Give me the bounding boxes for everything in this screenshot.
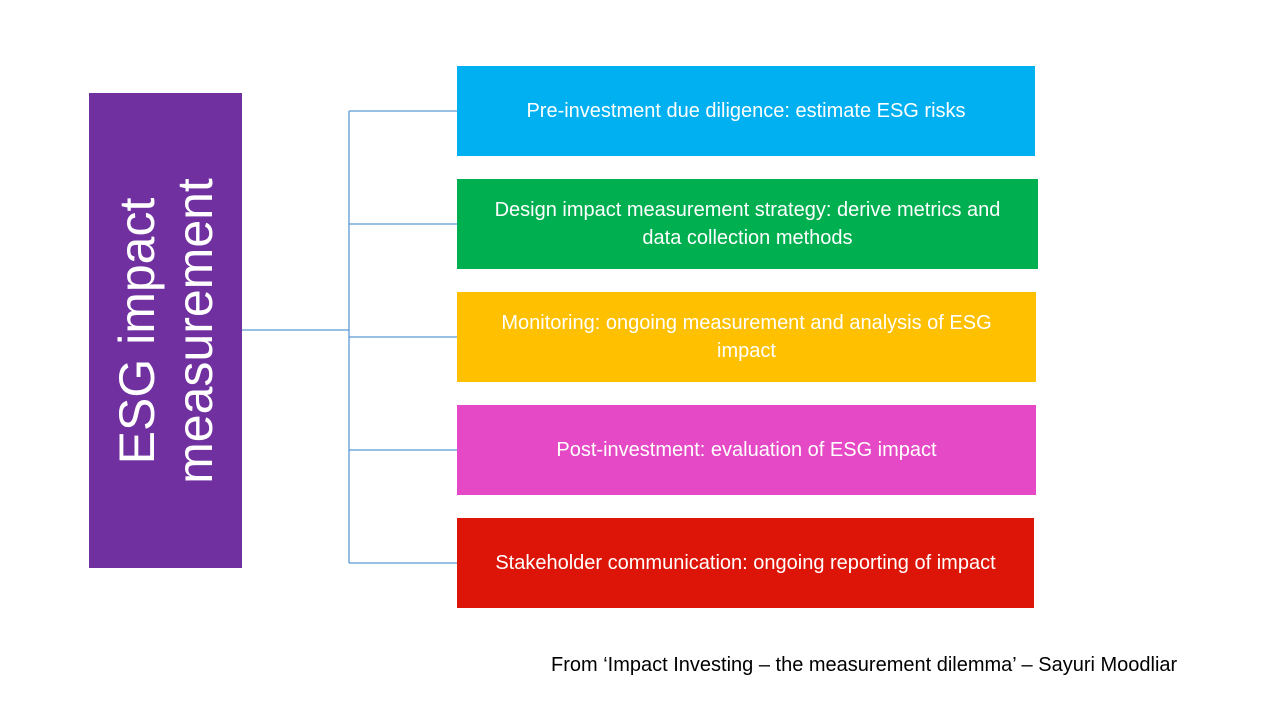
step-label: Post-investment: evaluation of ESG impac… xyxy=(556,439,937,461)
step-label: Design impact measurement strategy: deri… xyxy=(494,199,1001,249)
root-node: ESG impact measurement xyxy=(89,93,242,568)
step-stakeholder-communication: Stakeholder communication: ongoing repor… xyxy=(457,518,1034,608)
step-pre-investment-due-diligence: Pre-investment due diligence: estimate E… xyxy=(457,66,1035,156)
source-citation: From ‘Impact Investing – the measurement… xyxy=(551,654,1178,676)
step-design-impact-measurement-strategy: Design impact measurement strategy: deri… xyxy=(457,179,1038,269)
step-monitoring: Monitoring: ongoing measurement and anal… xyxy=(457,292,1036,382)
step-label: Monitoring: ongoing measurement and anal… xyxy=(501,312,992,362)
step-label: Stakeholder communication: ongoing repor… xyxy=(495,552,996,574)
step-label: Pre-investment due diligence: estimate E… xyxy=(526,100,966,122)
step-post-investment: Post-investment: evaluation of ESG impac… xyxy=(457,405,1036,495)
root-label: ESG impact measurement xyxy=(108,177,223,484)
